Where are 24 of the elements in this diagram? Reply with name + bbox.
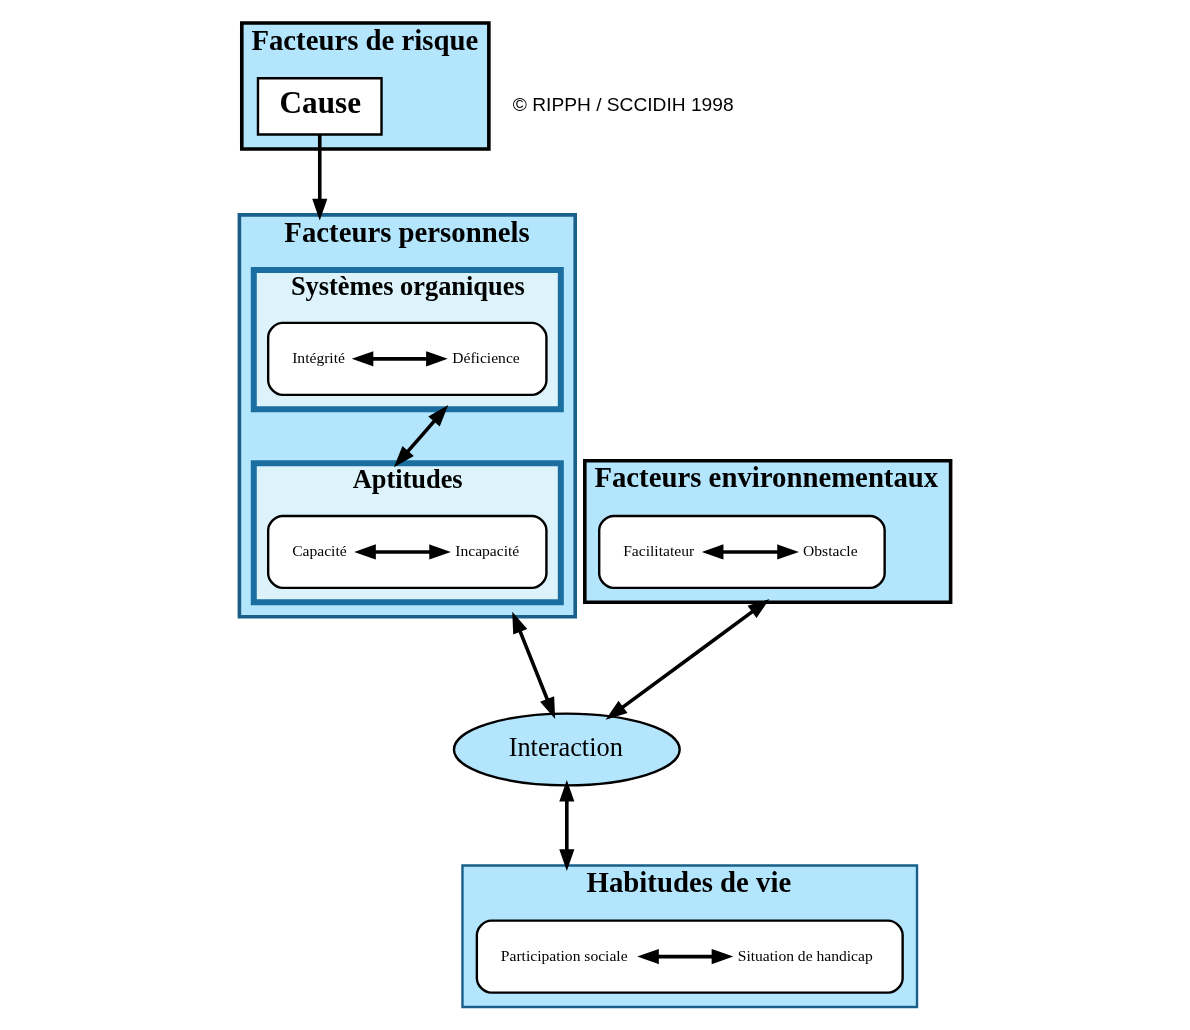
arrow <box>559 779 575 871</box>
arrow <box>393 405 449 468</box>
node-text: Situation de handicap <box>737 946 873 964</box>
arrow <box>351 351 448 367</box>
cluster <box>598 514 886 590</box>
node-text: Intégrité <box>292 348 345 366</box>
node-ellipse: Interaction <box>452 712 681 787</box>
node-text: Incapacité <box>455 542 520 560</box>
node-text: Participation sociale <box>500 946 628 964</box>
node-box: Cause <box>256 77 383 136</box>
cluster <box>267 514 548 590</box>
node-text: Obstacle <box>803 542 858 560</box>
node-text: Capacité <box>292 542 347 560</box>
arrow <box>605 599 770 720</box>
arrow <box>312 134 328 221</box>
arrow <box>354 544 451 560</box>
arrow <box>637 949 734 965</box>
cluster <box>475 919 904 994</box>
label: © RIPPH / SCCIDIH 1998 <box>512 93 734 115</box>
arrow <box>701 544 799 560</box>
arrow <box>512 611 556 720</box>
cluster <box>267 321 548 396</box>
node-text: Déficience <box>452 348 520 366</box>
node-text: Facilitateur <box>623 542 695 560</box>
